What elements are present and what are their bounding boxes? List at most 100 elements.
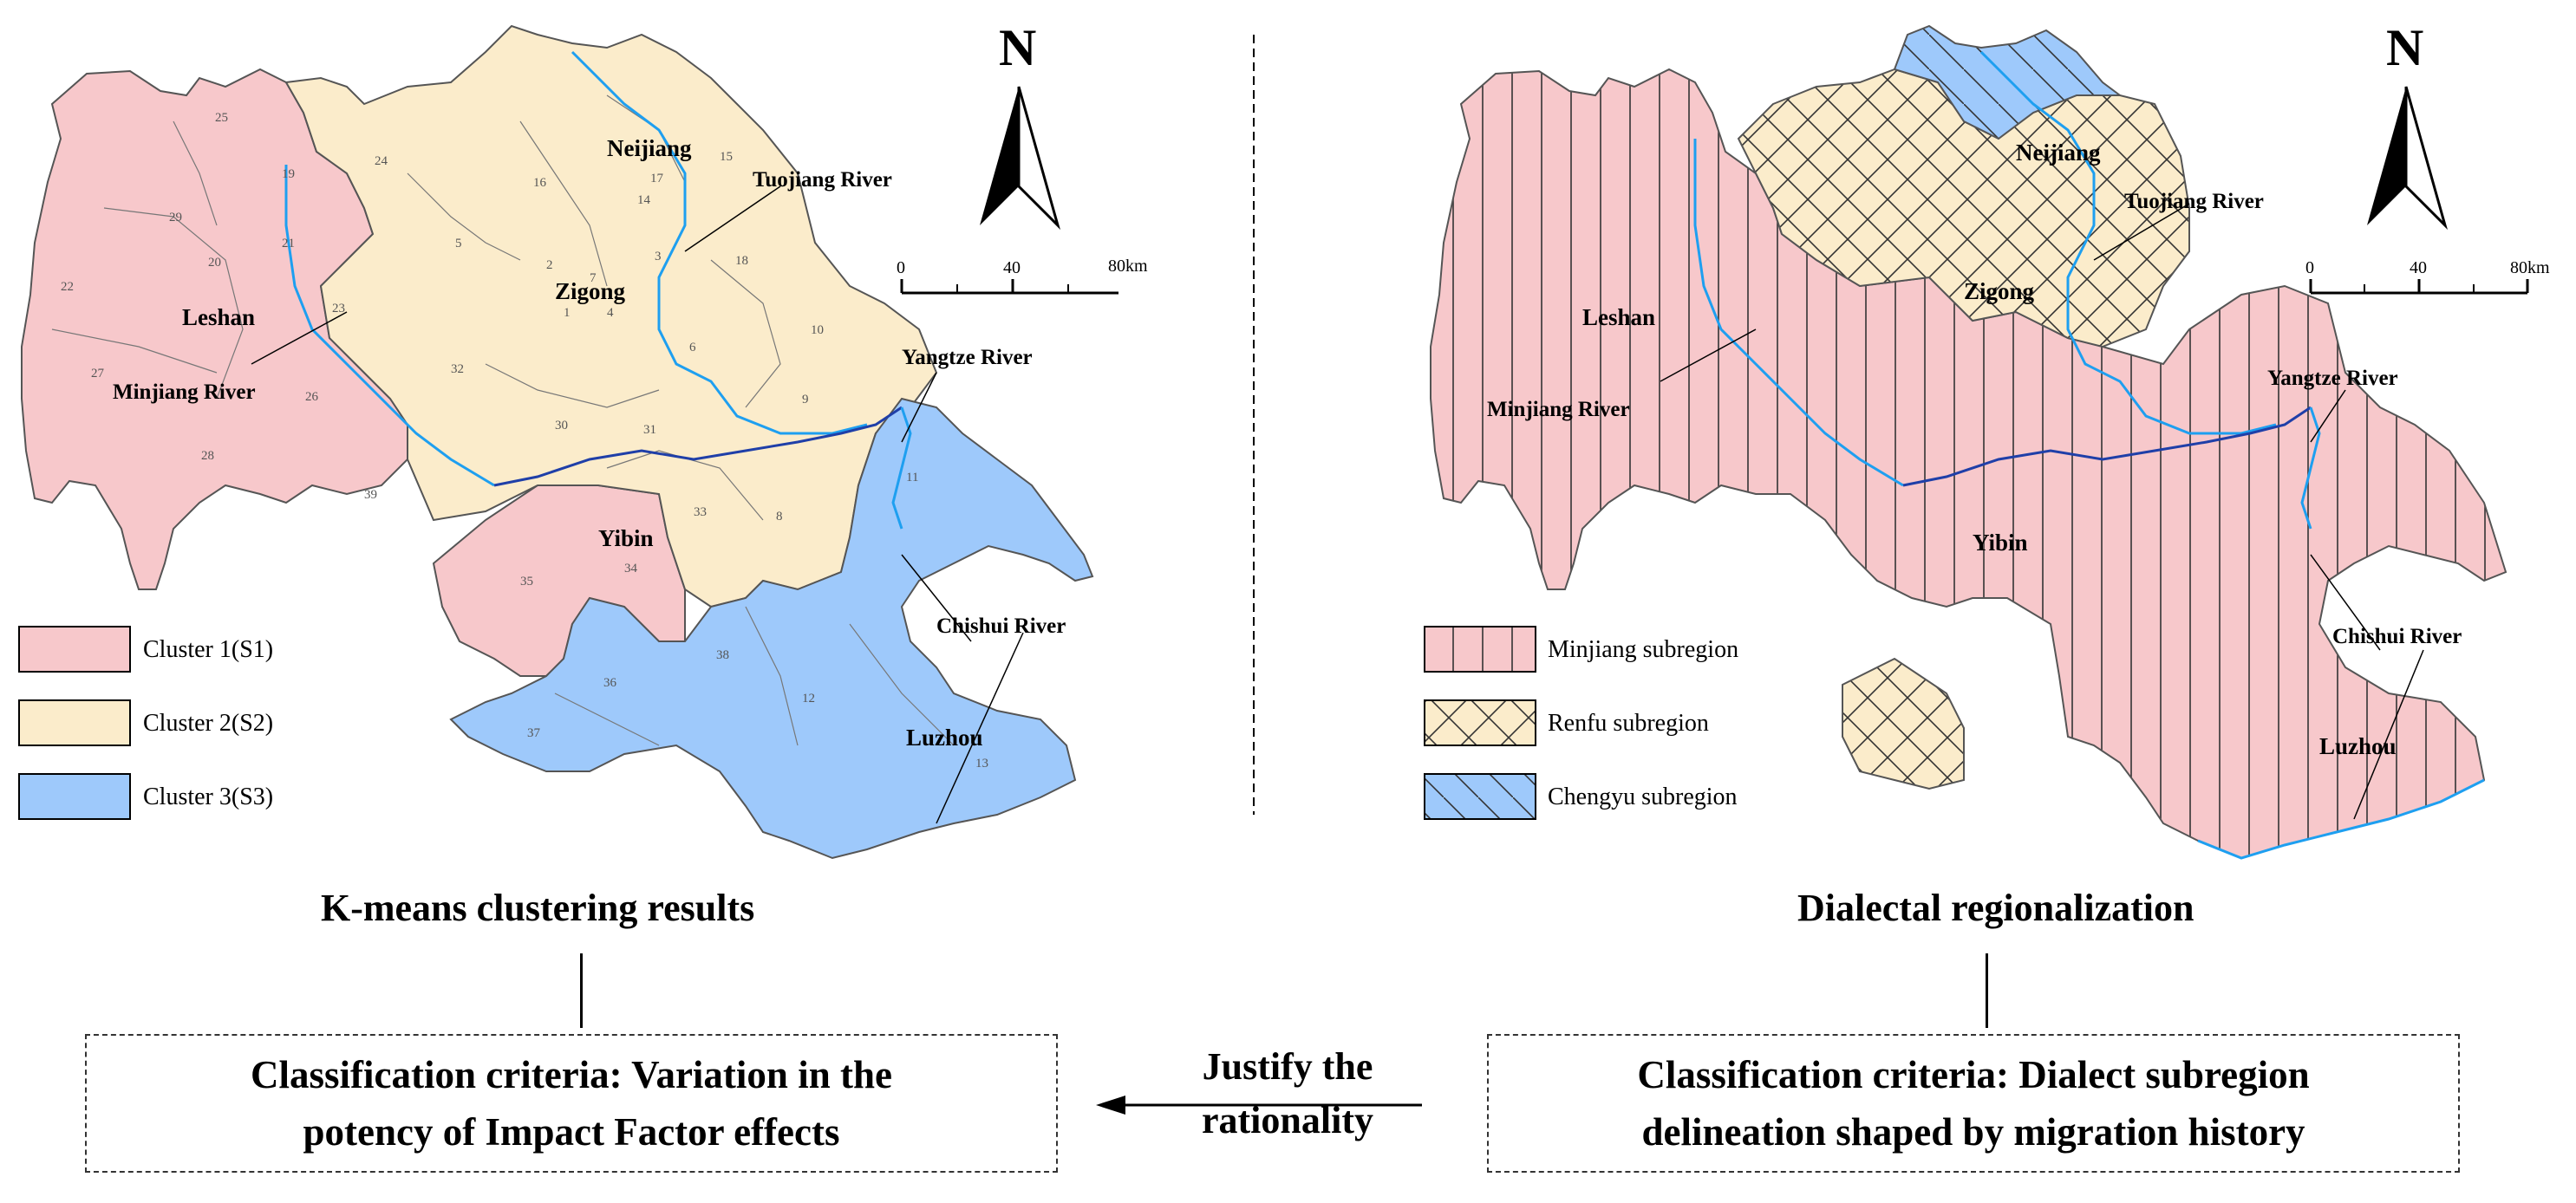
district-number: 39 [364, 488, 377, 502]
yangtze-river-line [1902, 406, 2312, 487]
scale-label-80km: 80km [2510, 258, 2550, 277]
legend-label-chengyu: Chengyu subregion [1548, 784, 1738, 810]
minjiang-river-line [1693, 139, 1904, 487]
cluster1-region-west [21, 68, 408, 590]
district-number: 36 [603, 676, 617, 690]
district-number: 31 [643, 423, 656, 437]
city-label-luzhou: Luzhou [906, 725, 983, 751]
district-number: 35 [520, 575, 533, 588]
right-connector-line [1986, 953, 1988, 1028]
panel-divider [1253, 35, 1255, 815]
district-number: 26 [305, 390, 319, 404]
river-label-yangtze: Yangtze River [902, 346, 1033, 369]
left-criteria-box: Classification criteria: Variation in th… [85, 1034, 1058, 1173]
river-label-minjiang: Minjiang River [1487, 398, 1630, 421]
district-number: 18 [735, 254, 748, 268]
river-label-tuojiang: Tuojiang River [753, 168, 892, 192]
district-number: 3 [655, 250, 662, 263]
dialect-map: Neijiang Zigong Leshan Yibin Luzhou Tuoj… [1424, 19, 2550, 860]
district-number: 38 [716, 648, 729, 662]
north-arrow-right [2404, 86, 2448, 231]
district-number: 29 [169, 211, 182, 224]
right-criteria-box: Classification criteria: Dialect subregi… [1487, 1034, 2460, 1173]
city-label-leshan: Leshan [1582, 304, 1655, 330]
district-number: 33 [694, 505, 707, 519]
district-number: 5 [455, 237, 462, 250]
leader-lines [251, 185, 1024, 824]
yangtze-river-line [493, 406, 903, 487]
legend-label-cluster2: Cluster 2(S2) [143, 710, 273, 737]
kmeans-map: Neijiang Zigong Leshan Yibin Luzhou Tuoj… [18, 19, 1118, 860]
district-number: 34 [624, 562, 638, 575]
district-number: 21 [282, 237, 295, 250]
district-number: 24 [375, 154, 388, 168]
district-number: 6 [689, 341, 696, 354]
district-number: 27 [91, 367, 105, 380]
district-number: 1 [564, 306, 571, 320]
river-label-tuojiang: Tuojiang River [2124, 190, 2264, 213]
scale-label-80km-left: 80km [1108, 257, 1148, 276]
district-number: 28 [201, 449, 214, 463]
district-number: 32 [451, 362, 464, 376]
district-number: 19 [282, 167, 295, 181]
city-label-luzhou: Luzhou [2319, 733, 2397, 759]
scale-label-0: 0 [2305, 258, 2314, 277]
left-criteria-line2: potency of Impact Factor effects [303, 1110, 840, 1154]
river-label-minjiang: Minjiang River [113, 380, 256, 404]
north-label: N [999, 19, 1036, 76]
north-arrow-right [1017, 86, 1060, 231]
luzhou-south-border-river [2197, 778, 2485, 860]
chishui-river-line [2300, 406, 2321, 530]
district-number: 37 [527, 726, 541, 740]
legend-label-renfu: Renfu subregion [1548, 710, 1709, 737]
north-label: N [2386, 19, 2423, 76]
district-number: 4 [607, 306, 614, 320]
left-criteria-line1: Classification criteria: Variation in th… [251, 1053, 892, 1096]
leader-lines [1660, 203, 2424, 820]
renfu-subregion-south [1842, 657, 1965, 790]
river-label-chishui: Chishui River [936, 615, 1066, 638]
district-number: 17 [650, 172, 664, 185]
city-label-yibin: Yibin [1973, 530, 2028, 556]
scale-bar: 0 40 [897, 258, 1118, 295]
scale-label-0: 0 [897, 258, 905, 277]
legend-swatch-chengyu [1424, 773, 1536, 820]
legend-label-minjiang: Minjiang subregion [1548, 636, 1738, 663]
right-caption: Dialectal regionalization [1797, 887, 2194, 929]
district-number: 12 [802, 692, 815, 706]
tuojiang-river-line [1979, 50, 2277, 435]
minjiang-river-line [284, 165, 495, 487]
city-label-yibin: Yibin [598, 525, 654, 551]
justify-line1: Justify the [1202, 1045, 1373, 1088]
tuojiang-river-line [571, 50, 868, 435]
city-label-neijiang: Neijiang [607, 135, 692, 161]
district-number: 7 [590, 271, 597, 285]
legend-swatch-cluster2 [18, 699, 131, 746]
legend: Minjiang subregion Renfu subregion Cheng… [1424, 626, 1738, 820]
district-number: 15 [720, 150, 733, 164]
legend: Cluster 1(S1) Cluster 2(S2) Cluster 3(S3… [18, 626, 273, 820]
legend-swatch-minjiang [1424, 626, 1536, 673]
district-number: 25 [215, 111, 228, 125]
chishui-river-line [891, 406, 912, 530]
legend-swatch-cluster3 [18, 773, 131, 820]
cluster3-region [449, 397, 1094, 860]
district-number: 11 [906, 471, 918, 484]
city-label-neijiang: Neijiang [2016, 140, 2101, 166]
right-criteria-line2: delineation shaped by migration history [1641, 1110, 2305, 1154]
district-number: 8 [776, 510, 783, 523]
district-number: 22 [61, 280, 74, 294]
district-number: 10 [811, 323, 824, 337]
district-number: 2 [546, 258, 553, 272]
city-label-leshan: Leshan [182, 304, 255, 330]
chengyu-subregion-area [1893, 24, 2123, 140]
scale-bar: 0 40 80km [2305, 258, 2550, 295]
district-numbers: 1 2 3 4 5 6 7 8 9 10 11 12 13 14 15 16 1… [61, 111, 988, 771]
north-arrow-left [2367, 87, 2406, 225]
right-criteria-line1: Classification criteria: Dialect subregi… [1637, 1053, 2310, 1096]
district-number: 13 [975, 757, 988, 771]
district-number: 30 [555, 419, 568, 432]
scale-label-40: 40 [1003, 258, 1021, 277]
legend-label-cluster1: Cluster 1(S1) [143, 636, 273, 663]
